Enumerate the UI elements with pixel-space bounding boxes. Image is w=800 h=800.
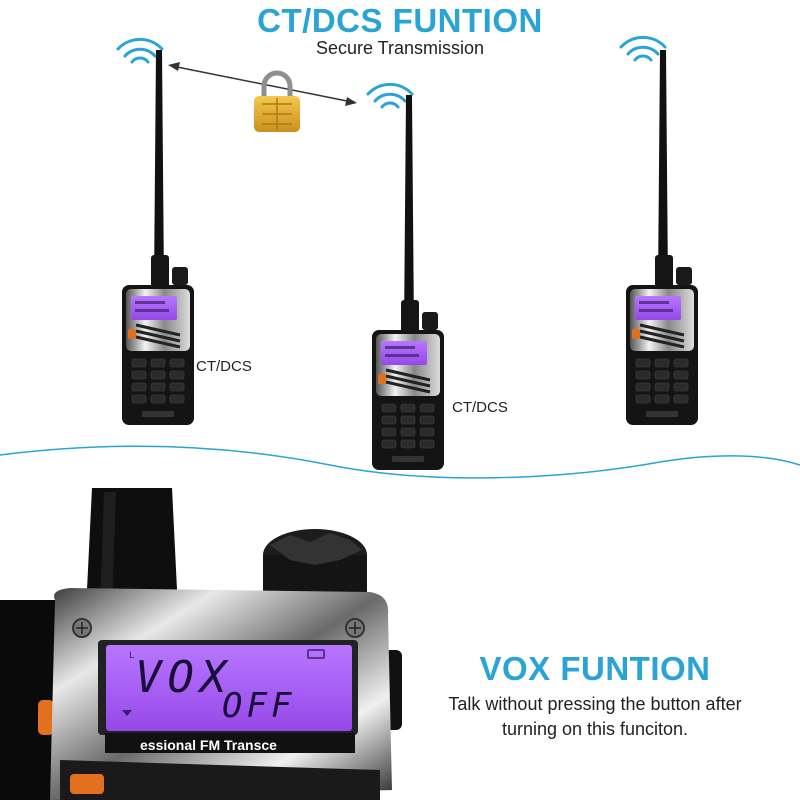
ctdcs-subtitle: Secure Transmission [315, 38, 485, 58]
radio-closeup: L [0, 488, 402, 800]
vox-description: Talk without pressing the button after t… [420, 692, 770, 742]
vox-description-line-2: turning on this funciton. [501, 719, 689, 739]
padlock-icon [254, 70, 300, 132]
svg-text:L: L [129, 651, 134, 661]
radio-middle [370, 93, 446, 472]
lcd-line-2: OFF [222, 686, 296, 726]
ctdcs-title: CT/DCS FUNTION [257, 2, 543, 39]
vox-description-line-1: Talk without pressing the button after [448, 694, 742, 714]
radio-right [624, 48, 700, 427]
radio-left-label: CT/DCS [196, 358, 252, 375]
radio-left [120, 48, 196, 427]
lcd-line-1: VOX [135, 652, 233, 703]
wave-divider [0, 445, 800, 479]
bezel-text: essional FM Transce [140, 737, 277, 753]
radio-middle-label: CT/DCS [452, 399, 508, 416]
vox-title: VOX FUNTION [479, 650, 711, 687]
wifi-signal-icon [366, 82, 414, 109]
